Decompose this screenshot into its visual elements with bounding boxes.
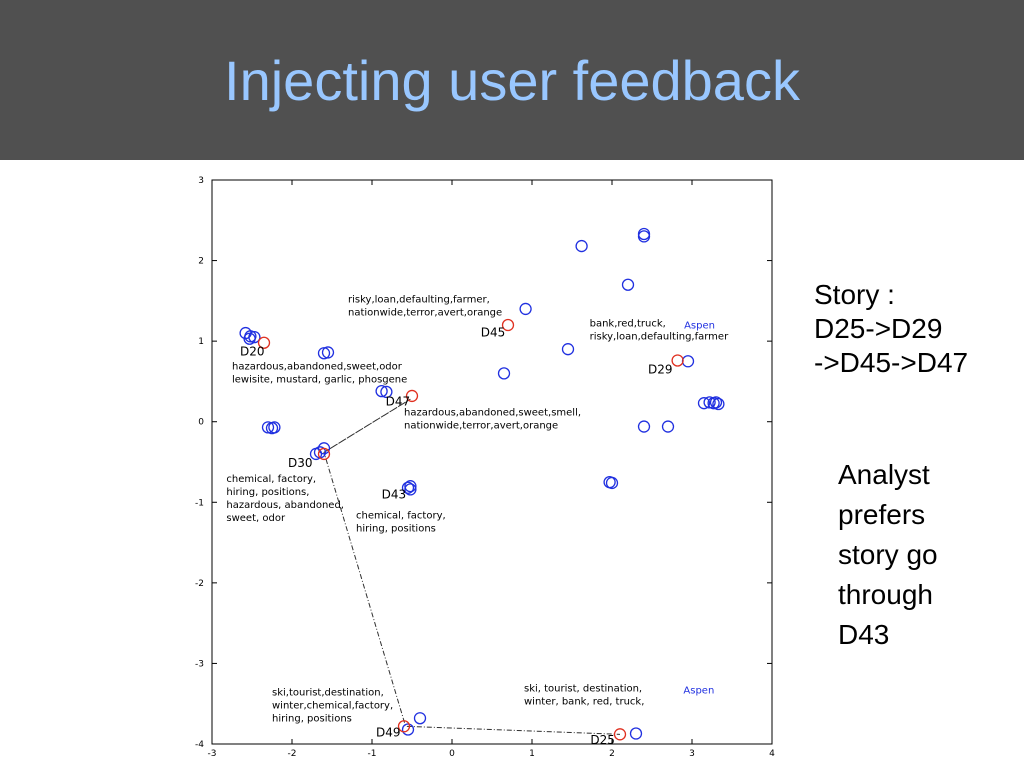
document-point [629,727,643,740]
document-point [321,346,335,359]
highlighted-point [257,336,271,349]
point-label: D45 [481,325,506,339]
x-tick-label: 2 [609,749,615,759]
point-label: D20 [240,345,265,359]
analyst-line: Analyst [838,459,930,490]
document-point [243,332,256,345]
slide-title: Injecting user feedback [224,49,800,112]
analyst-text: Analyst prefers story go through D43 [838,455,938,655]
document-point [248,330,261,344]
aspen-label: Aspen [683,686,714,697]
y-tick-label: 1 [198,337,204,347]
analyst-line: prefers [838,499,926,530]
annotation-text: ski,tourist,destination, [272,688,384,699]
x-tick-label: -2 [288,749,297,759]
document-point [703,396,716,409]
document-point [261,421,275,434]
annotation-text: chemical, factory, [356,510,446,521]
document-point [413,712,427,725]
x-tick-label: 1 [529,749,535,759]
y-tick-label: -2 [195,579,204,589]
document-point [637,420,651,433]
document-point [661,420,675,433]
document-point [380,385,393,399]
document-point [709,396,723,409]
annotation-text: risky,loan,defaulting,farmer [590,332,729,343]
annotation-text: hiring, positions, [226,487,309,498]
story-line: D25->D29 [814,313,943,344]
annotation-text: hiring, positions [356,523,436,534]
annotation-text: bank,red,truck, [590,319,666,330]
highlighted-point [671,354,684,367]
document-point [317,442,331,455]
y-tick-label: 0 [198,418,204,428]
annotation-text: hazardous,abandoned,sweet,odor [232,361,403,372]
annotation-text: hazardous,abandoned,sweet,smell, [404,407,581,418]
analyst-line: D43 [838,619,890,650]
annotation-text: winter,chemical,factory, [272,701,393,712]
annotation-text: hiring, positions [272,714,352,725]
document-point [519,302,532,316]
y-tick-label: -1 [195,498,204,508]
story-line: ->D45->D47 [814,347,969,378]
document-point [404,480,417,493]
plot-frame [211,179,773,745]
point-label: D47 [386,395,411,409]
annotation-text: lewisite, mustard, garlic, phosgene [232,374,407,385]
x-tick-label: 3 [689,749,695,759]
document-point [497,367,511,380]
document-point [605,476,619,490]
x-tick-label: -3 [208,749,217,759]
y-tick-label: -4 [195,740,204,750]
annotation-text: ski, tourist, destination, [524,684,642,695]
document-point [317,347,331,360]
point-label: D49 [376,726,401,740]
analyst-line: through [838,579,933,610]
annotation-text: sweet, odor [226,513,286,524]
document-point [561,343,575,356]
document-point [575,239,588,253]
annotation-text: risky,loan,defaulting,farmer, [348,294,490,305]
x-tick-label: 4 [769,749,775,759]
aspen-label: Aspen [684,321,715,332]
annotation-text: nationwide,terror,avert,orange [348,307,502,318]
y-tick-label: 3 [198,176,204,186]
annotation-text: nationwide,terror,avert,orange [404,420,558,431]
highlighted-point [317,447,331,461]
x-tick-label: -1 [368,749,377,759]
document-point [712,397,725,411]
document-point [268,421,281,434]
header-bar [0,0,1024,160]
document-point [404,483,417,496]
document-point [697,397,711,410]
annotation-text: winter, bank, red, truck, [524,697,644,708]
highlighted-point [405,389,419,403]
story-path-line [323,398,621,735]
highlighted-point [501,318,515,332]
y-tick-label: -3 [195,659,204,669]
highlighted-point [613,728,627,741]
x-tick-label: 0 [449,749,455,759]
document-point [375,384,388,398]
document-point [401,723,415,736]
story-line: Story : [814,279,895,310]
document-point [401,481,415,494]
highlighted-point [397,720,411,733]
y-tick-label: 2 [198,257,204,267]
annotation-text: chemical, factory, [226,474,316,485]
document-point [621,278,635,291]
point-label: D30 [288,456,313,470]
document-point [637,230,651,243]
annotation-text: hazardous, abandoned, [226,500,344,511]
analyst-line: story go [838,539,938,570]
point-label: D29 [648,362,673,376]
story-text: Story : D25->D29 ->D45->D47 [814,278,968,380]
point-label: D25 [590,733,615,747]
point-label: D43 [382,487,407,501]
